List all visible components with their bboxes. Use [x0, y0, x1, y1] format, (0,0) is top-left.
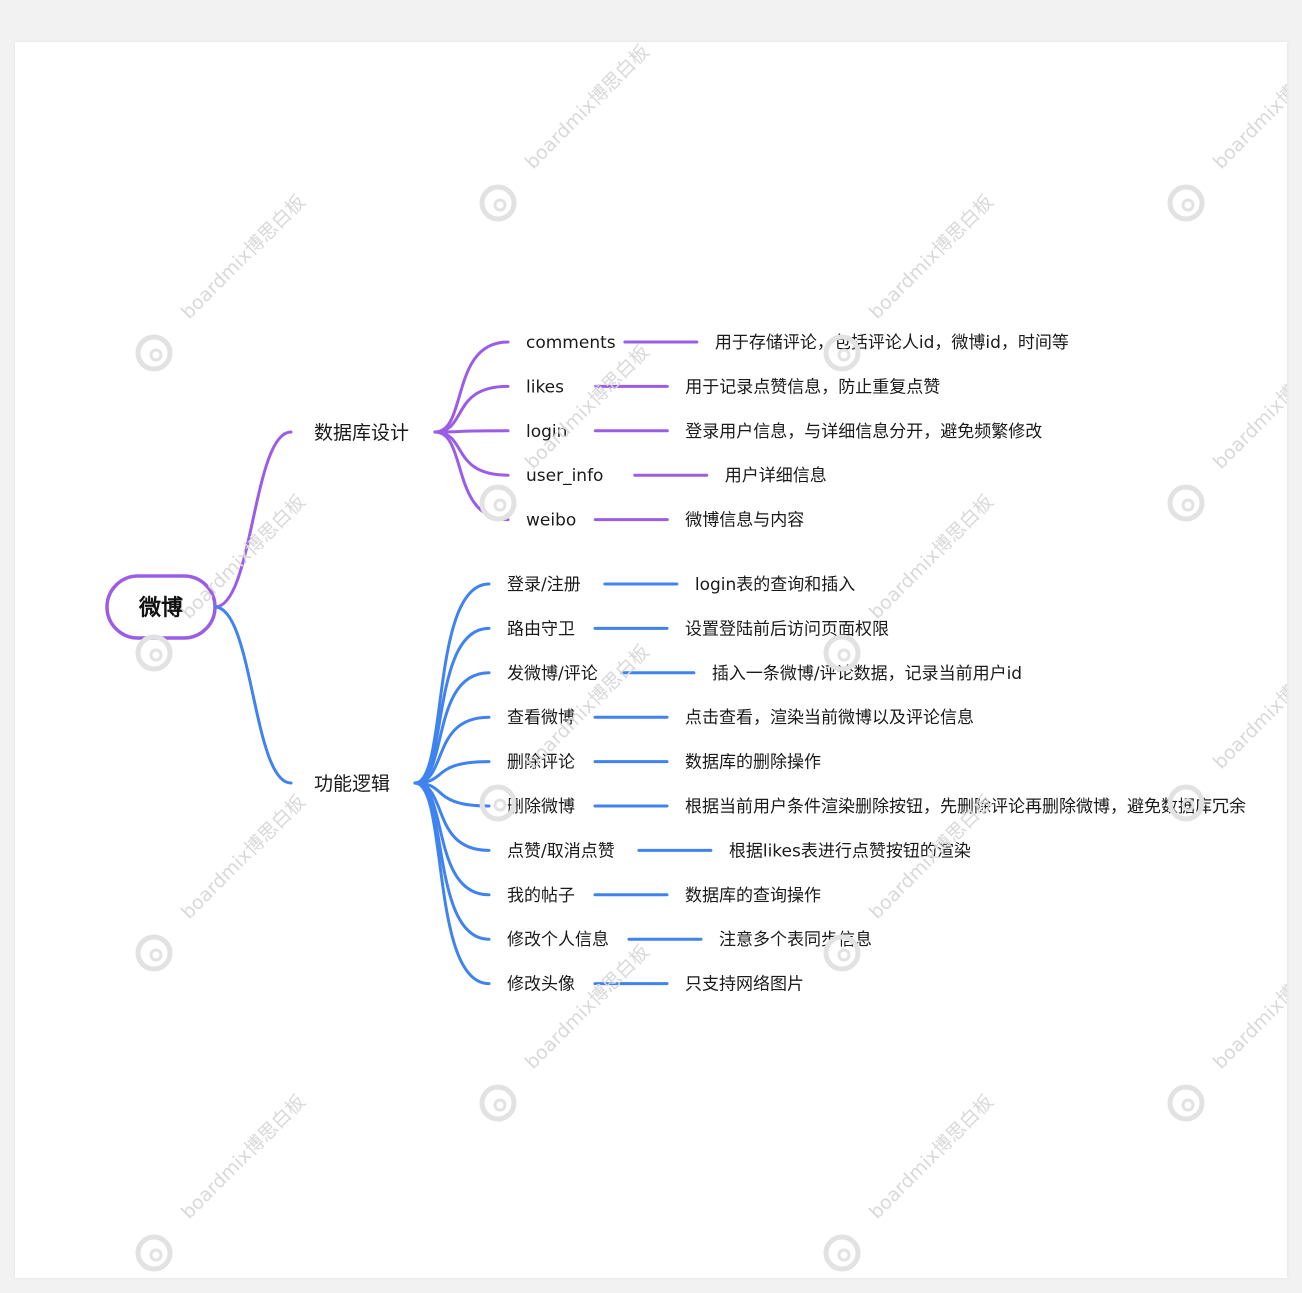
child-node: 修改头像 只支持网络图片 [413, 781, 804, 995]
child-label[interactable]: 删除微博 [507, 797, 575, 817]
mindmap-canvas: 微博 数据库设计 comments 用于存储评论，包括评论人id，微博id，时间等 li… [15, 42, 1287, 1278]
child-connector [433, 340, 510, 434]
child-node: 删除微博 根据当前用户条件渲染删除按钮，先删除评论再删除微博，避免数据库冗余 [413, 781, 1246, 817]
child-connector [433, 384, 510, 434]
detail-label[interactable]: 数据库的查询操作 [685, 886, 821, 906]
detail-label[interactable]: 只支持网络图片 [685, 975, 804, 995]
detail-label[interactable]: 微博信息与内容 [685, 511, 804, 531]
child-connector [413, 781, 491, 986]
child-label[interactable]: 点赞/取消点赞 [507, 841, 615, 861]
child-connector [433, 429, 510, 434]
detail-label[interactable]: 根据likes表进行点赞按钮的渲染 [729, 841, 971, 861]
child-node: comments 用于存储评论，包括评论人id，微博id，时间等 [433, 333, 1069, 434]
child-label[interactable]: 我的帖子 [507, 886, 575, 906]
child-label[interactable]: 删除评论 [507, 753, 575, 773]
branch-connector [213, 430, 293, 609]
child-node: 我的帖子 数据库的查询操作 [413, 781, 821, 906]
child-label[interactable]: 修改头像 [507, 975, 575, 995]
detail-label[interactable]: 设置登陆前后访问页面权限 [685, 619, 889, 639]
child-node: likes 用于记录点赞信息，防止重复点赞 [433, 377, 940, 434]
detail-label[interactable]: 登录用户信息，与详细信息分开，避免频繁修改 [685, 422, 1042, 442]
child-label[interactable]: login [526, 422, 567, 442]
child-node: 登录/注册 login表的查询和插入 [413, 575, 855, 785]
child-label[interactable]: 登录/注册 [507, 575, 581, 595]
child-label[interactable]: weibo [526, 511, 576, 531]
child-node: 查看微博 点击查看，渲染当前微博以及评论信息 [413, 708, 974, 785]
child-label[interactable]: 修改个人信息 [507, 930, 609, 950]
branch-label[interactable]: 数据库设计 [314, 422, 409, 444]
detail-label[interactable]: 点击查看，渲染当前微博以及评论信息 [685, 708, 974, 728]
child-label[interactable]: likes [526, 377, 564, 397]
child-node: 点赞/取消点赞 根据likes表进行点赞按钮的渲染 [413, 781, 971, 861]
detail-label[interactable]: login表的查询和插入 [695, 575, 855, 595]
detail-label[interactable]: 数据库的删除操作 [685, 753, 821, 773]
child-connector [413, 582, 491, 785]
child-label[interactable]: user_info [526, 466, 603, 486]
root-label: 微博 [138, 595, 183, 621]
branch-1: 数据库设计 comments 用于存储评论，包括评论人id，微博id，时间等 like… [213, 333, 1069, 609]
branch-label[interactable]: 功能逻辑 [314, 773, 390, 795]
child-label[interactable]: 查看微博 [507, 708, 575, 728]
branch-connector [213, 605, 293, 785]
child-label[interactable]: 路由守卫 [507, 619, 575, 639]
detail-label[interactable]: 根据当前用户条件渲染删除按钮，先删除评论再删除微博，避免数据库冗余 [685, 797, 1246, 817]
child-connector [413, 671, 491, 785]
detail-label[interactable]: 用户详细信息 [725, 466, 827, 486]
child-node: 路由守卫 设置登陆前后访问页面权限 [413, 619, 889, 785]
mindmap: 微博 数据库设计 comments 用于存储评论，包括评论人id，微博id，时间等 li… [105, 333, 1246, 995]
child-node: 发微博/评论 插入一条微博/评论数据，记录当前用户id [413, 664, 1022, 785]
child-node: weibo 微博信息与内容 [433, 430, 804, 531]
child-connector [413, 715, 491, 785]
detail-label[interactable]: 用于存储评论，包括评论人id，微博id，时间等 [715, 333, 1069, 353]
root-node[interactable]: 微博 [105, 574, 217, 640]
detail-label[interactable]: 用于记录点赞信息，防止重复点赞 [685, 377, 940, 397]
child-node: 删除评论 数据库的删除操作 [413, 753, 821, 785]
child-connector [413, 626, 491, 785]
detail-label[interactable]: 插入一条微博/评论数据，记录当前用户id [712, 664, 1022, 684]
child-node: login 登录用户信息，与详细信息分开，避免频繁修改 [433, 422, 1042, 442]
child-label[interactable]: comments [526, 333, 616, 353]
child-label[interactable]: 发微博/评论 [507, 664, 598, 684]
detail-label[interactable]: 注意多个表同步信息 [719, 930, 872, 950]
